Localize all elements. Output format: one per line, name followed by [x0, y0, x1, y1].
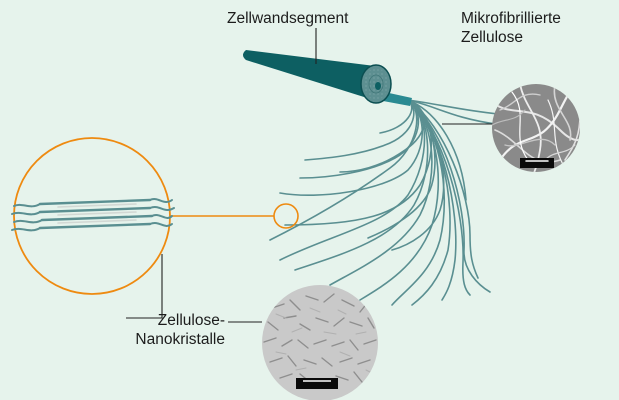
cnc-micrograph: [262, 285, 378, 400]
nanocrystal-zoom: [12, 138, 174, 294]
cell-wall-segment: [243, 50, 412, 106]
cnc-label-line2: Nanokristalle: [111, 330, 225, 349]
microfibril-strands: [270, 100, 498, 305]
mfc-micrograph: [490, 80, 600, 175]
mfc-label-line2: Zellulose: [461, 28, 523, 47]
cnc-label-line1: Zellulose-: [145, 311, 225, 330]
mfc-label-line1: Mikrofibrillierte: [461, 9, 561, 28]
cell-wall-segment-label: Zellwandsegment: [227, 9, 348, 28]
